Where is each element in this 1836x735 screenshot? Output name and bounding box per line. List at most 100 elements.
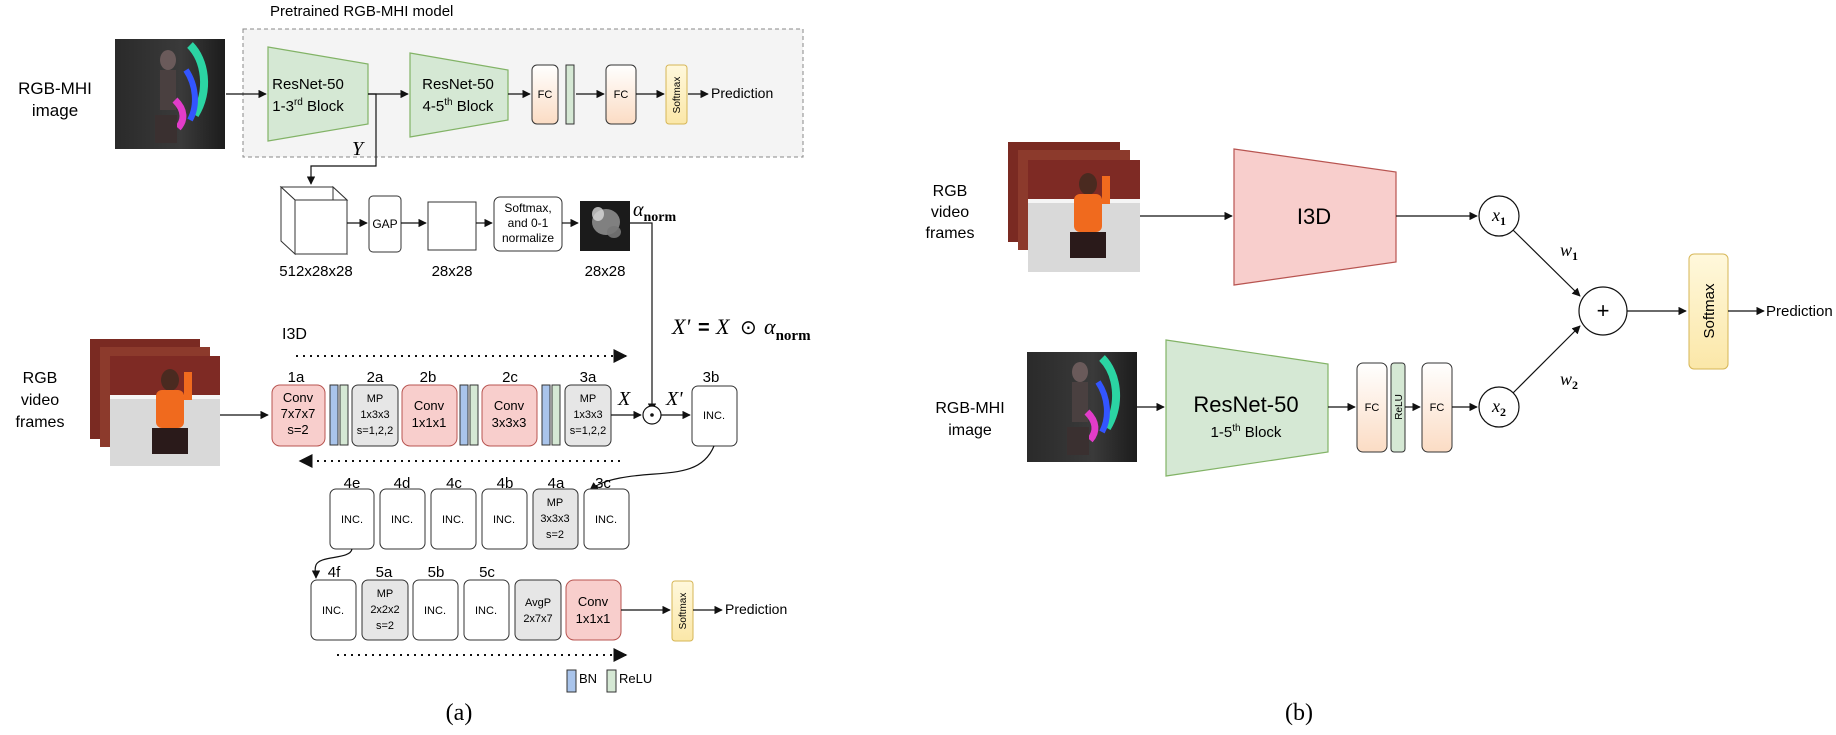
block-2b: [401, 384, 458, 447]
rgb-label-line1: RGB: [23, 370, 58, 387]
block-final-conv-line1: Conv: [578, 594, 609, 609]
map-28-dim: 28x28: [432, 263, 473, 280]
block-5a-line3: s=2: [376, 620, 394, 632]
block-avgp: [514, 579, 562, 641]
relu-bar-3: [551, 384, 561, 446]
feature-cube: [279, 185, 349, 256]
b-softmax-label: Softmax: [1701, 283, 1718, 339]
rgb-video-frames-a: [90, 339, 220, 466]
block-3a-line2: 1x3x3: [573, 409, 602, 421]
relu-bar-2: [469, 384, 479, 446]
b-prediction-label: Prediction: [1766, 303, 1833, 320]
block-4a-id: 4a: [548, 475, 565, 492]
softmax-normalize-line2: and 0-1: [508, 216, 549, 230]
block-3b-line1: INC.: [703, 410, 725, 422]
block-4d-id: 4d: [394, 475, 411, 492]
block-final-conv: [565, 579, 622, 641]
block-3a-id: 3a: [580, 369, 597, 386]
resnet-block-4-5-line2: 4-5th Block: [423, 97, 494, 115]
formula-alpha-norm: αnorm: [764, 314, 811, 344]
softmax-block-top: [665, 64, 688, 125]
block-4e-line1: INC.: [341, 514, 363, 526]
block-4a-line3: s=2: [546, 529, 564, 541]
gap-block: [368, 195, 402, 253]
block-3c-id: 3c: [595, 475, 611, 492]
block-4a-line2: 3x3x3: [540, 513, 569, 525]
block-5c: [463, 579, 510, 641]
rgb-label-line2: video: [21, 392, 59, 409]
fc-block-2-label: FC: [614, 89, 629, 101]
caption-a: (a): [446, 700, 473, 726]
block-4b: [481, 488, 528, 550]
mhi-image: [115, 39, 225, 149]
block-5b-id: 5b: [428, 564, 445, 581]
fc-block-1: [531, 64, 559, 125]
softmax-block-bottom: [671, 580, 694, 642]
softmax-normalize-line3: normalize: [502, 231, 554, 245]
bn-bar-2: [459, 384, 469, 446]
legend-relu-label: ReLU: [619, 671, 652, 686]
relu-bar-top: [565, 64, 575, 125]
resnet-block-1-3-line1: ResNet-50: [272, 76, 344, 93]
w2-label: w2: [1560, 369, 1578, 392]
b-resnet-line1: ResNet-50: [1193, 392, 1298, 417]
panel-a: Pretrained RGB-MHI model RGB-MHI image R…: [16, 3, 812, 726]
block-4d-line1: INC.: [391, 514, 413, 526]
bn-bar-1: [329, 384, 339, 446]
block-4c-line1: INC.: [442, 514, 464, 526]
block-5a-id: 5a: [376, 564, 393, 581]
block-5a-line2: 2x2x2: [370, 604, 399, 616]
softmax-normalize-block: [493, 196, 563, 252]
block-1a-id: 1a: [288, 369, 305, 386]
formula-x-prime: X': [671, 314, 690, 339]
x-prime-label: X': [665, 388, 683, 410]
x1-label: x1: [1491, 205, 1506, 228]
block-4b-id: 4b: [497, 475, 514, 492]
block-2b-line2: 1x1x1: [412, 415, 447, 430]
caption-b: (b): [1285, 700, 1313, 726]
y-label: Y: [352, 138, 365, 160]
block-3a-line1: MP: [580, 393, 597, 405]
legend-bn-label: BN: [579, 671, 597, 686]
resnet-block-1-3-line2: 1-3rd Block: [272, 97, 344, 115]
block-3c-line1: INC.: [595, 514, 617, 526]
block-3b-id: 3b: [703, 369, 720, 386]
i3d-block: [1233, 148, 1397, 286]
softmax-block-bottom-label: Softmax: [678, 593, 689, 630]
legend-relu-swatch: [606, 669, 617, 693]
block-2c: [481, 384, 538, 447]
formula-odot: ⊙: [740, 317, 757, 339]
formula-x: X: [715, 314, 731, 339]
w1-label: w1: [1560, 240, 1578, 263]
resnet-block-4-5: [409, 52, 509, 138]
relu-bar-1: [339, 384, 349, 446]
b-fc-block-2-label: FC: [1430, 402, 1445, 414]
block-4c-id: 4c: [446, 475, 462, 492]
block-4f: [310, 579, 357, 641]
b-relu-label: ReLU: [1394, 394, 1405, 420]
block-2b-id: 2b: [420, 369, 437, 386]
bn-bar-3: [541, 384, 551, 446]
block-2c-line1: Conv: [494, 398, 525, 413]
x1-node: [1478, 195, 1520, 237]
x-label: X: [617, 388, 631, 410]
b-resnet-line2: 1-5th Block: [1211, 423, 1282, 441]
b-resnet-block: [1165, 339, 1329, 477]
block-2c-id: 2c: [502, 369, 518, 386]
block-2c-line2: 3x3x3: [492, 415, 527, 430]
block-1a-line2: 7x7x7: [281, 406, 316, 421]
block-5a: [361, 579, 409, 641]
pretrained-title: Pretrained RGB-MHI model: [270, 3, 453, 20]
block-avgp-line1: AvgP: [525, 597, 551, 609]
block-1a-line3: s=2: [287, 422, 308, 437]
block-2a-line1: MP: [367, 393, 384, 405]
panel-b: RGB video frames I3D x1 RGB-MHI image: [926, 142, 1833, 726]
rgb-label-line3: frames: [16, 414, 65, 431]
block-5b: [412, 579, 459, 641]
b-rgb-label-line2: video: [931, 204, 969, 221]
mhi-input-label-line2: image: [32, 101, 78, 120]
prediction-label-top: Prediction: [711, 85, 773, 101]
i3d-title: I3D: [282, 326, 307, 343]
alpha-norm-label: αnorm: [633, 199, 677, 225]
